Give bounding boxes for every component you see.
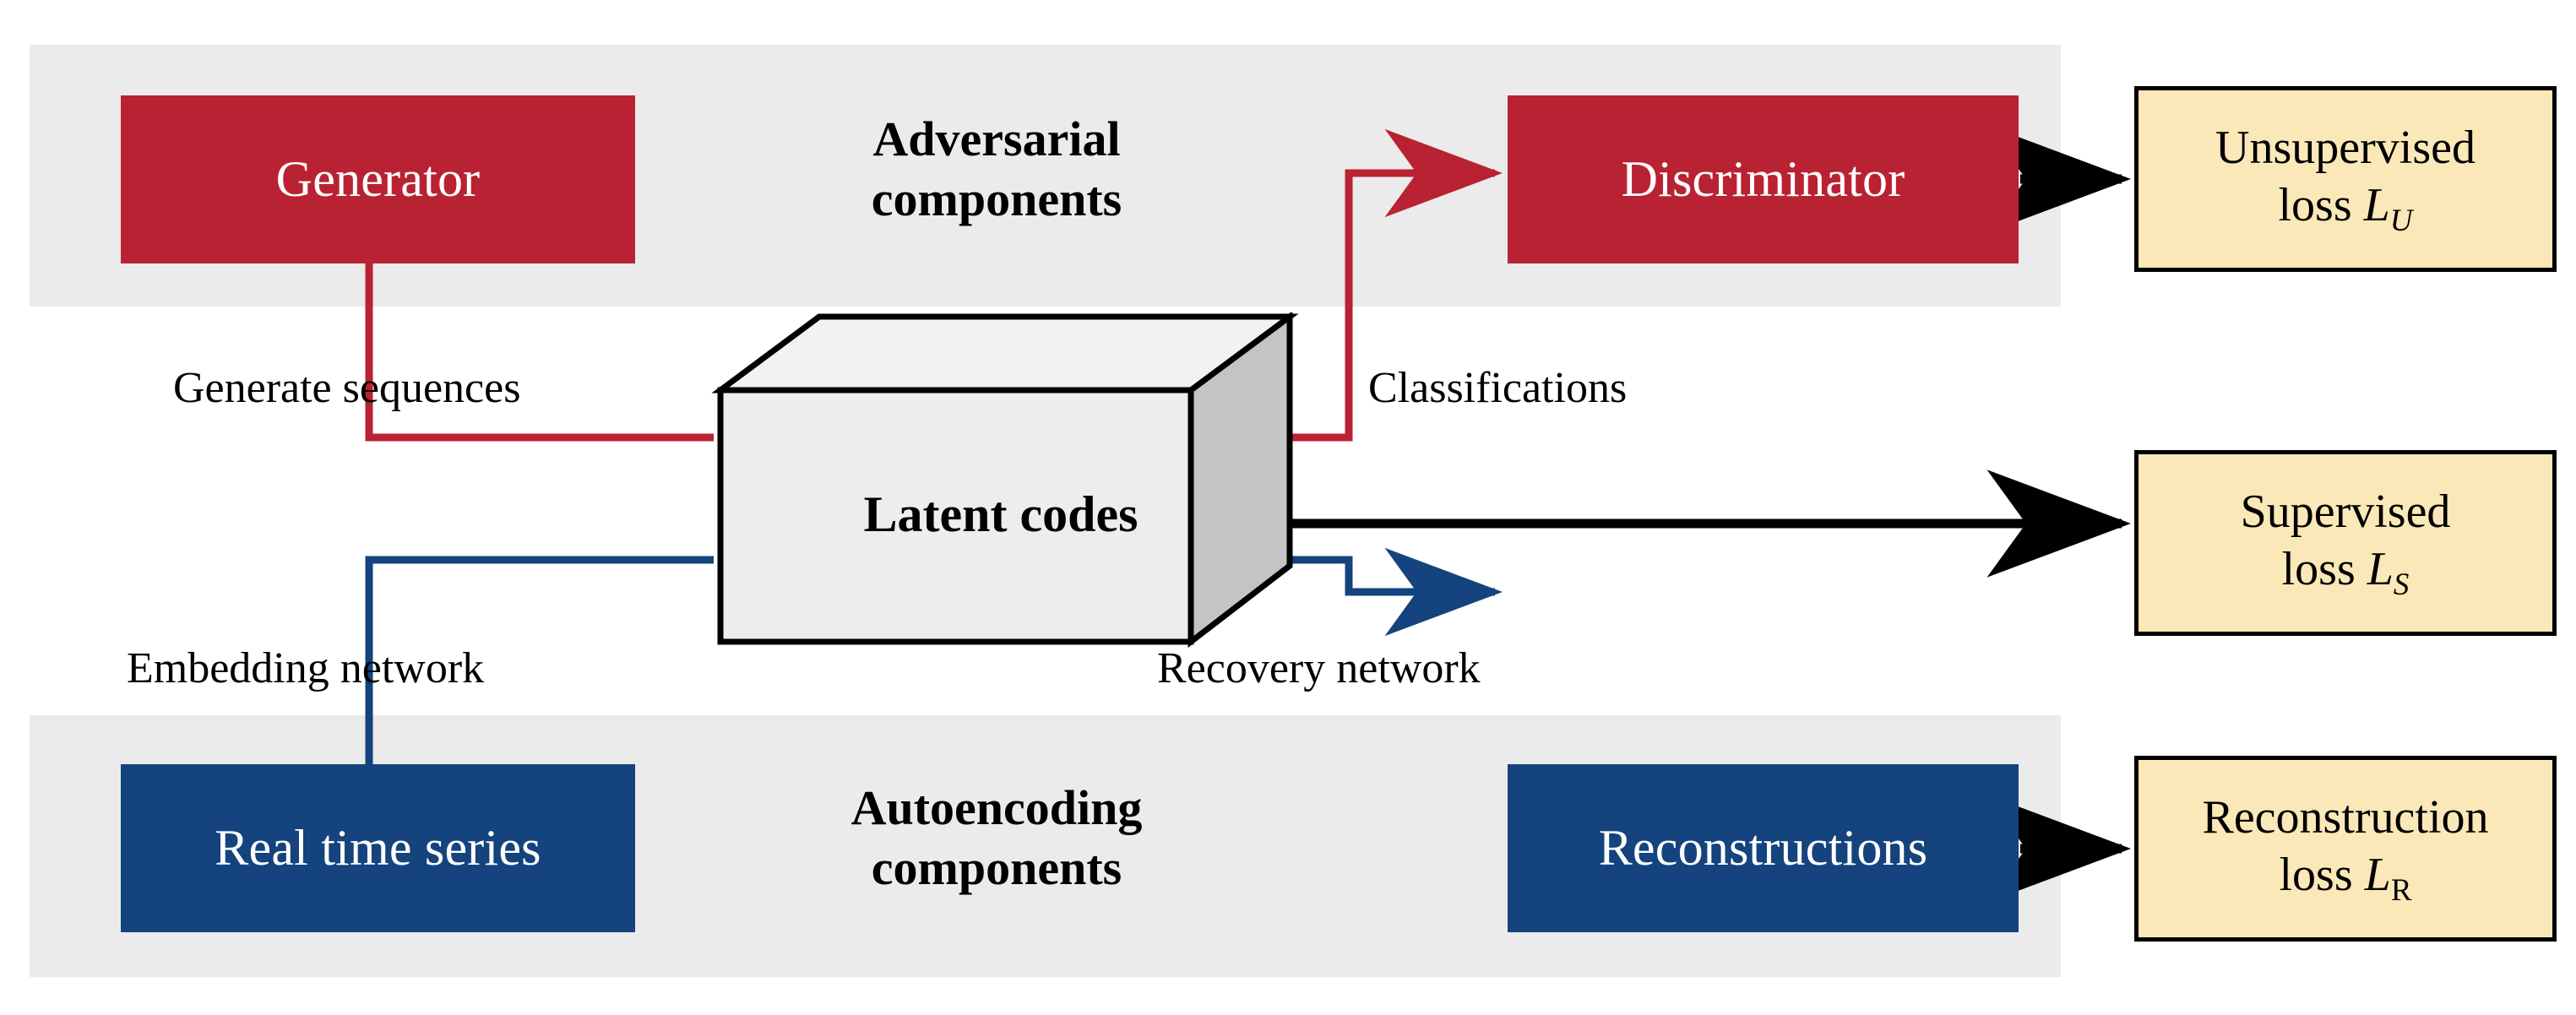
- reconstruction-loss-symbol: L: [2364, 849, 2391, 902]
- reconstruction-loss-line2-prefix: loss: [2279, 849, 2365, 902]
- wire-generator-to-latent: [365, 263, 714, 442]
- node-generator[interactable]: Generator: [121, 95, 635, 263]
- wire-latent-to-discriminator: [1269, 128, 1503, 442]
- edge-label-generate-sequences: Generate sequences: [173, 364, 521, 412]
- loss-box-supervised[interactable]: Supervised loss LS: [2134, 450, 2557, 636]
- unsupervised-loss-symbol: L: [2363, 179, 2390, 232]
- wire-latent-to-reconstructions: [1269, 798, 1349, 830]
- edge-label-embedding-network: Embedding network: [127, 644, 485, 692]
- adversarial-components-caption: Adversarial components: [743, 110, 1250, 230]
- latent-cuboid-front-face: [717, 387, 1194, 645]
- node-real-time-series[interactable]: Real time series: [121, 764, 635, 932]
- wire-latent-to-reconstructions-path: [1269, 547, 1503, 637]
- adversarial-caption-line2: components: [871, 171, 1122, 226]
- reconstruction-loss-subscript: R: [2390, 872, 2412, 908]
- edge-label-classifications: Classifications: [1368, 364, 1628, 412]
- supervised-loss-symbol: L: [2367, 543, 2394, 596]
- supervised-loss-line1: Supervised: [2240, 485, 2451, 538]
- unsupervised-loss-line1: Unsupervised: [2215, 121, 2475, 174]
- edge-label-recovery-network: Recovery network: [1157, 644, 1481, 692]
- adversarial-caption-line1: Adversarial: [872, 111, 1121, 166]
- latent-cuboid-top-face: [711, 313, 1299, 394]
- unsupervised-loss-line2-prefix: loss: [2278, 179, 2364, 232]
- supervised-loss-line2-prefix: loss: [2281, 543, 2367, 596]
- autoencoding-caption-line2: components: [871, 839, 1122, 895]
- wire-real-series-to-latent: [365, 556, 714, 764]
- unsupervised-loss-subscript: U: [2389, 203, 2413, 238]
- node-discriminator[interactable]: Discriminator: [1508, 95, 2019, 263]
- supervised-loss-subscript: S: [2393, 567, 2410, 602]
- autoencoding-components-caption: Autoencoding components: [743, 779, 1250, 898]
- loss-box-unsupervised[interactable]: Unsupervised loss LU: [2134, 86, 2557, 272]
- node-reconstructions[interactable]: Reconstructions: [1508, 764, 2019, 932]
- autoencoding-caption-line1: Autoencoding: [851, 780, 1143, 835]
- reconstruction-loss-line1: Reconstruction: [2202, 790, 2489, 844]
- latent-codes-cuboid: [711, 312, 1299, 649]
- loss-box-reconstruction[interactable]: Reconstruction loss LR: [2134, 756, 2557, 942]
